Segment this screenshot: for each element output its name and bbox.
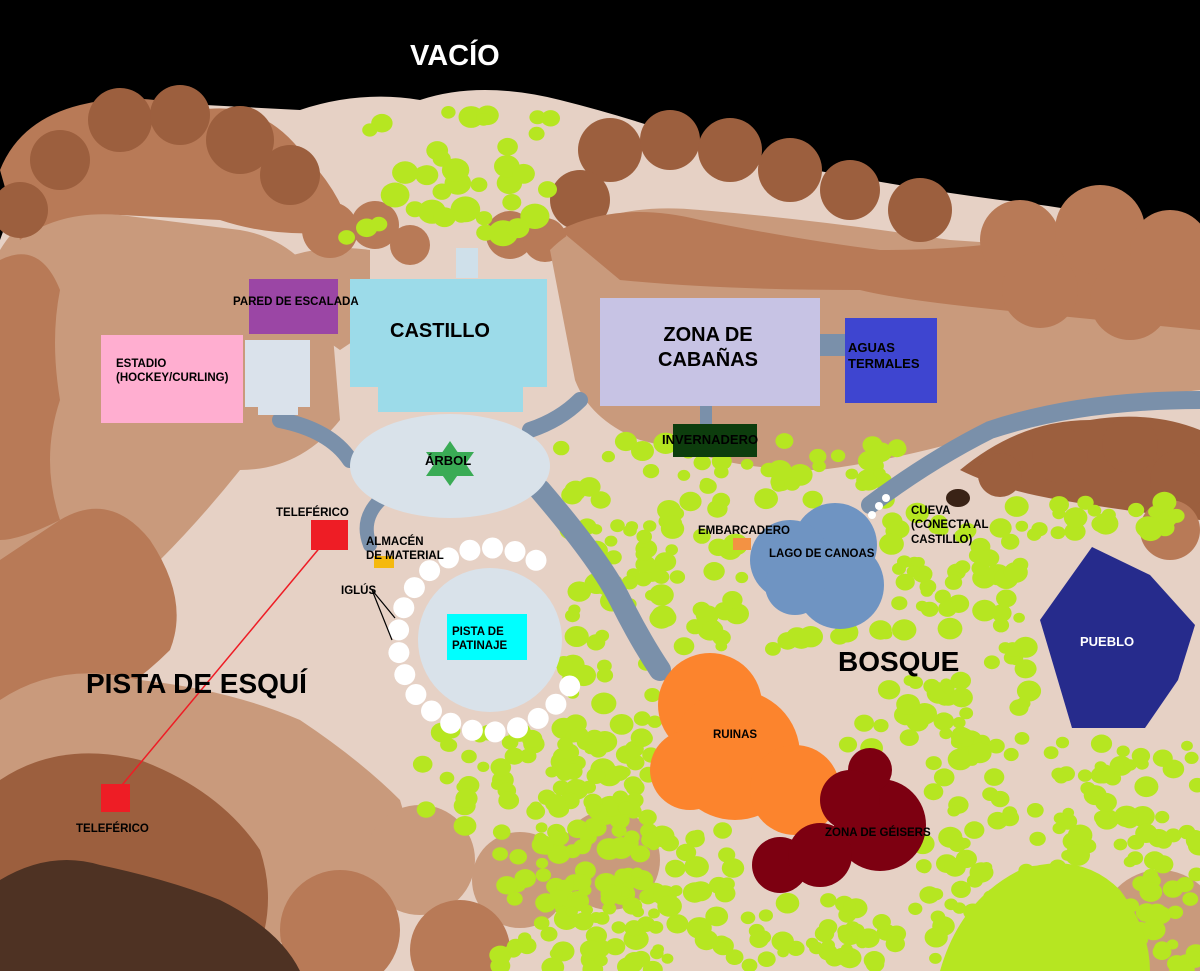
vacio-title: VACÍO <box>410 40 500 72</box>
iglu-icon[interactable] <box>388 619 410 641</box>
invernadero-label: INVERNADERO <box>662 432 759 447</box>
iglu-icon[interactable] <box>459 539 481 561</box>
cueva-label-line3: CASTILLO) <box>911 533 973 546</box>
iglu-icon[interactable] <box>440 712 462 734</box>
aguas-termales-label-line2: TERMALES <box>848 356 920 372</box>
estadio-annex-base <box>258 405 298 415</box>
teleferico-bottom-station[interactable] <box>101 784 130 812</box>
lago-canoas-label: LAGO DE CANOAS <box>769 548 875 560</box>
pared-escalada-label: PARED DE ESCALADA <box>233 296 359 308</box>
zona-geisers-area[interactable] <box>752 748 926 893</box>
bosque-label: BOSQUE <box>838 646 960 677</box>
iglu-icon[interactable] <box>507 717 528 739</box>
estadio-building[interactable] <box>101 335 243 423</box>
almacen-label-line2: DE MATERIAL <box>366 550 444 563</box>
estadio-label-line2: (HOCKEY/CURLING) <box>116 372 229 385</box>
zona-geisers-label: ZONA DE GÉISERS <box>825 827 931 839</box>
aguas-termales-building[interactable] <box>845 318 937 403</box>
cueva-icon[interactable] <box>946 489 970 507</box>
iglu-icon[interactable] <box>438 547 459 569</box>
iglus-pointer <box>371 589 393 641</box>
iglu-icon[interactable] <box>525 549 547 571</box>
arbol-label: ÁRBOL <box>425 453 472 468</box>
forest-dense-area <box>940 863 1150 971</box>
almacen-icon[interactable] <box>374 556 394 568</box>
pista-patinaje-label-line2: PATINAJE <box>452 640 508 653</box>
cueva-steps <box>868 494 890 519</box>
estadio-label-line1: ESTADIO <box>116 358 167 370</box>
iglu-icon[interactable] <box>484 721 506 743</box>
pista-patinaje-label-line1: PISTA DE <box>452 626 504 638</box>
aguas-termales-label: AGUAS TERMALES <box>848 340 920 373</box>
pista-esqui-label: PISTA DE ESQUÍ <box>86 668 307 699</box>
iglu-icon[interactable] <box>421 700 442 722</box>
ruinas-area[interactable] <box>650 653 840 835</box>
iglu-icon[interactable] <box>527 707 549 729</box>
pista-patinaje-rink[interactable] <box>447 614 527 660</box>
castillo-label: CASTILLO <box>390 320 490 342</box>
teleferico-cable <box>111 544 323 798</box>
iglu-icon[interactable] <box>405 684 427 705</box>
pared-escalada-building[interactable] <box>249 279 338 334</box>
embarcadero-label: EMBARCADERO <box>698 525 790 537</box>
iglu-icon[interactable] <box>559 675 581 697</box>
iglu-icon[interactable] <box>545 693 567 715</box>
zona-cabanas-label: ZONA DE CABAÑAS <box>600 323 816 373</box>
zona-cabanas-label-line2: CABAÑAS <box>658 349 758 371</box>
almacen-label: ALMACÉN DE MATERIAL <box>366 535 444 564</box>
iglus-label: IGLÚS <box>341 585 377 597</box>
cueva-label-line1: CUEVA <box>911 505 951 517</box>
embarcadero-icon[interactable] <box>733 538 751 550</box>
zona-cabanas-building[interactable] <box>600 298 820 406</box>
iglu-icon[interactable] <box>403 577 425 599</box>
teleferico-bottom-label: TELEFÉRICO <box>76 823 149 835</box>
aguas-termales-label-line1: AGUAS <box>848 340 895 355</box>
iglus-pointer <box>371 589 396 619</box>
iglu-icon[interactable] <box>419 560 441 582</box>
pueblo-area[interactable] <box>1040 547 1195 728</box>
pueblo-label: PUEBLO <box>1080 634 1135 649</box>
lago-de-canoas-lake <box>750 503 884 629</box>
iglu-icon[interactable] <box>394 664 416 686</box>
castle-bridge <box>456 248 478 278</box>
iglu-icon[interactable] <box>388 642 410 664</box>
iglu-icon[interactable] <box>393 597 415 619</box>
castillo-annex <box>378 386 523 412</box>
estadio-label: ESTADIO (HOCKEY/CURLING) <box>116 357 228 386</box>
pista-patinaje-label: PISTA DE PATINAJE <box>452 625 507 654</box>
iglus-ring <box>388 537 581 743</box>
zona-cabanas-label-line1: ZONA DE <box>663 324 753 346</box>
estadio-annex <box>245 340 310 407</box>
almacen-label-line1: ALMACÉN <box>366 536 424 548</box>
castillo-building[interactable] <box>350 279 547 387</box>
invernadero-building[interactable] <box>673 424 757 457</box>
iglu-icon[interactable] <box>504 541 526 562</box>
iglu-icon[interactable] <box>482 537 503 559</box>
cueva-label-line2: (CONECTA AL <box>911 519 989 532</box>
teleferico-top-station[interactable] <box>311 520 348 550</box>
arbol-icon <box>426 441 474 486</box>
ruinas-label: RUINAS <box>713 729 758 741</box>
teleferico-top-label: TELEFÉRICO <box>276 507 349 519</box>
cueva-label: CUEVA (CONECTA AL CASTILLO) <box>911 504 989 547</box>
iglu-icon[interactable] <box>461 719 483 741</box>
